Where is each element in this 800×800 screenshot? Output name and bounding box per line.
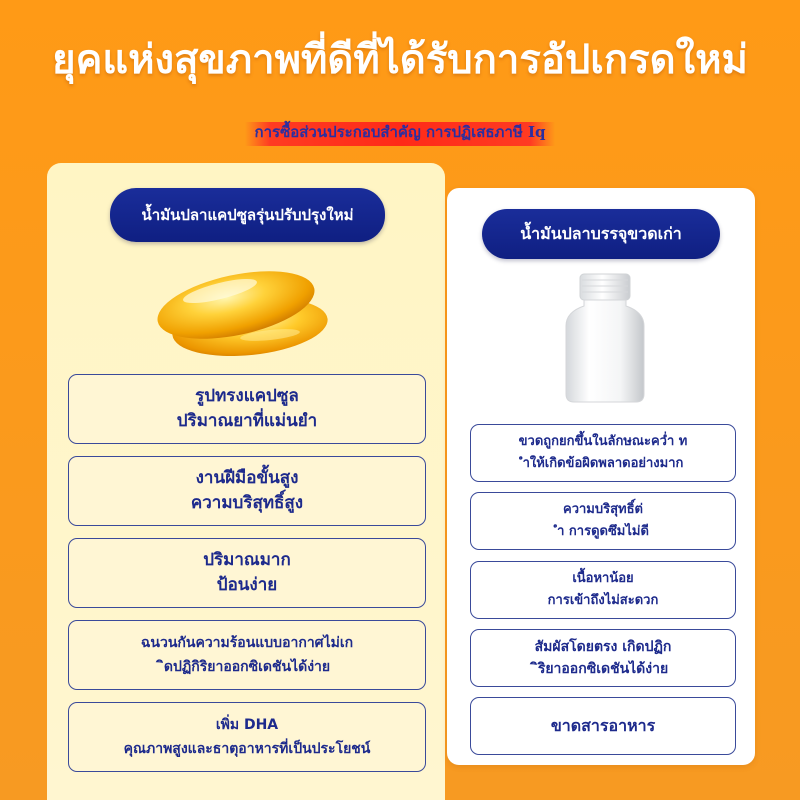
right-feature-line2: การเข้าถึงไม่สะดวก bbox=[547, 593, 659, 608]
headline: ยุคแห่งสุขภาพที่ดีที่ได้รับการอัปเกรดใหม… bbox=[52, 37, 748, 83]
left-feature-line1: รูปทรงแคปซูล bbox=[195, 386, 299, 406]
left-feature-line2: คุณภาพสูงและธาตุอาหารที่เป็นประโยชน์ bbox=[123, 741, 371, 757]
new-capsule-title: น้ำมันปลาแคปซูลรุ่นปรับปรุงใหม่ bbox=[110, 188, 385, 242]
left-feature-box: เพิ่ม DHA คุณภาพสูงและธาตุอาหารที่เป็นปร… bbox=[68, 702, 426, 772]
left-feature-line1: เพิ่ม DHA bbox=[215, 717, 279, 733]
left-feature-line2: ป้อนง่าย bbox=[216, 575, 278, 595]
right-feature-box: ขวดถูกยกขึ้นในลักษณะคว่ำ ท ำให้เกิดข้อผิ… bbox=[470, 424, 736, 482]
left-feature-line1: ปริมาณมาก bbox=[203, 550, 291, 570]
golden-softgel-capsules-icon bbox=[150, 265, 335, 365]
red-highlight-bar bbox=[245, 122, 555, 146]
right-feature-line2: ิริยาออกซิเดชันได้ง่าย bbox=[537, 661, 669, 677]
subline-text: การซื้อส่วนประกอบสำคัญ การปฏิเสธภาษี Iq bbox=[254, 123, 546, 141]
right-feature-box: เนื้อหาน้อย การเข้าถึงไม่สะดวก bbox=[470, 561, 736, 619]
right-feature-line1: เนื้อหาน้อย bbox=[572, 571, 634, 586]
white-bottle-icon bbox=[560, 272, 650, 404]
right-feature-line1: สัมผัสโดยตรง เกิดปฏิก bbox=[534, 639, 672, 655]
right-feature-box: ความบริสุทธิ์ต่ ำ การดูดซึมไม่ดี bbox=[470, 492, 736, 550]
right-feature-box: สัมผัสโดยตรง เกิดปฏิก ิริยาออกซิเดชันได้… bbox=[470, 629, 736, 687]
left-feature-box: ฉนวนกันความร้อนแบบอากาศไม่เก ิดปฏิกิริยา… bbox=[68, 620, 426, 690]
left-feature-line1: ฉนวนกันความร้อนแบบอากาศไม่เก bbox=[140, 635, 354, 651]
old-bottle-title: น้ำมันปลาบรรจุขวดเก่า bbox=[482, 209, 720, 259]
subline-banner: การซื้อส่วนประกอบสำคัญ การปฏิเสธภาษี Iq bbox=[200, 118, 600, 146]
right-feature-line1: ความบริสุทธิ์ต่ bbox=[563, 502, 643, 517]
right-feature-box: ขาดสารอาหาร bbox=[470, 697, 736, 755]
left-feature-box: งานฝีมือขั้นสูง ความบริสุทธิ์สูง bbox=[68, 456, 426, 526]
right-feature-line2: ำให้เกิดข้อผิดพลาดอย่างมาก bbox=[522, 456, 684, 471]
left-feature-line2: ิดปฏิกิริยาออกซิเดชันได้ง่าย bbox=[163, 659, 331, 675]
left-feature-box: รูปทรงแคปซูล ปริมาณยาที่แม่นยำ bbox=[68, 374, 426, 444]
left-feature-line2: ความบริสุทธิ์สูง bbox=[190, 493, 304, 513]
right-feature-line2: ำ การดูดซึมไม่ดี bbox=[557, 524, 649, 539]
right-feature-line1: ขวดถูกยกขึ้นในลักษณะคว่ำ ท bbox=[518, 434, 688, 449]
right-feature-line1: ขาดสารอาหาร bbox=[550, 716, 656, 735]
left-feature-box: ปริมาณมาก ป้อนง่าย bbox=[68, 538, 426, 608]
left-feature-line2: ปริมาณยาที่แม่นยำ bbox=[176, 411, 318, 431]
left-feature-line1: งานฝีมือขั้นสูง bbox=[195, 468, 299, 488]
